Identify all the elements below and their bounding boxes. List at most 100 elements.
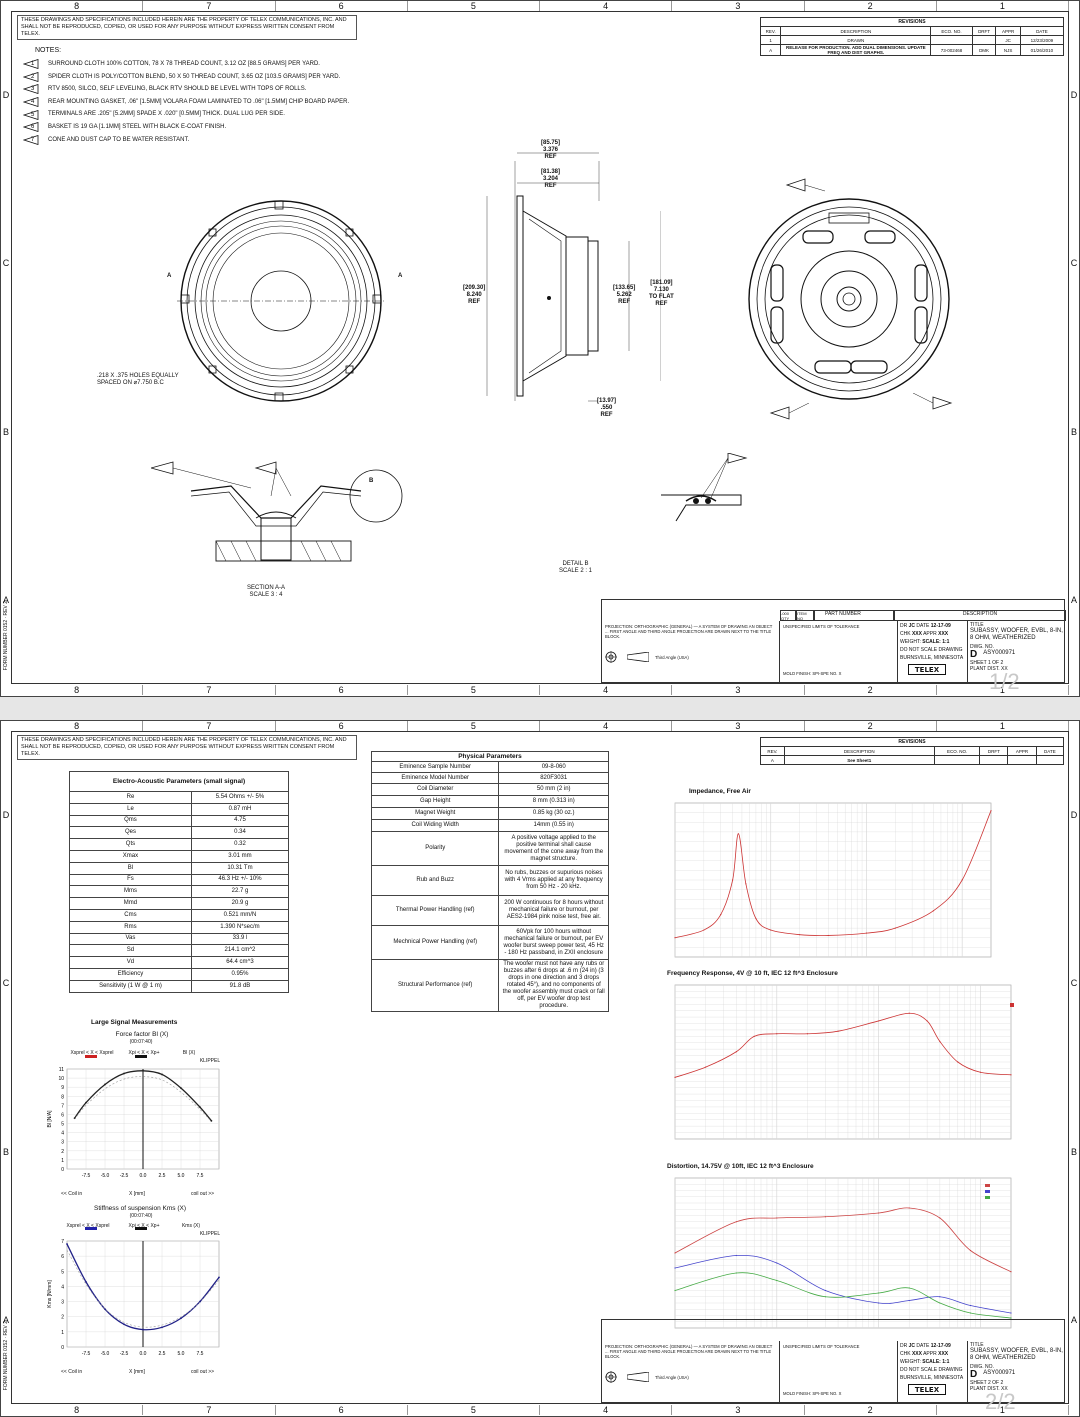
bl-legend-1: Xsprel < X < Xsprel xyxy=(70,1050,114,1056)
legend-swatch xyxy=(135,1055,147,1058)
x-tick-label: 5.0 xyxy=(178,1173,185,1179)
dist-value: DIST. XX xyxy=(987,666,1008,672)
zone-label: 2 xyxy=(805,1405,937,1415)
rev-header: DRFT xyxy=(971,26,997,36)
data-point xyxy=(142,1328,144,1331)
plant-label: PLANT xyxy=(970,1386,987,1392)
zone-label: 7 xyxy=(143,685,276,695)
rev-row: A RELEASE FOR PRODUCTION. ADD DUAL DIMEN… xyxy=(759,44,1065,56)
ea-param-value: 5.54 Ohms +/- 5% xyxy=(190,791,290,804)
zone-label: 6 xyxy=(276,685,408,695)
data-point xyxy=(770,929,772,931)
note-text: SPIDER CLOTH IS POLY/COTTON BLEND, 50 X … xyxy=(48,73,341,80)
phys-param-value: 60Vpk for 100 hours without mechanical f… xyxy=(498,925,609,960)
cone-icon xyxy=(627,652,649,662)
phys-param-value: 14mm (0.55 in) xyxy=(498,819,609,832)
ea-param-name: Fs xyxy=(69,873,192,887)
zone-label: 1 xyxy=(937,1,1069,11)
drawing-title: SUBASSY, WOOFER, EVBL, 8-IN, 8 OHM, WEAT… xyxy=(970,628,1063,641)
revisions-table: REVISIONS REV. DESCRIPTION ECO. NO. DRFT… xyxy=(760,737,1065,765)
side-view-drawing xyxy=(486,152,661,402)
zone-label: 5 xyxy=(408,1405,540,1415)
section-title: SECTION A-A SCALE 3 : 4 xyxy=(247,585,286,598)
impedance-chart xyxy=(674,802,992,958)
rev-cell: JC xyxy=(995,35,1021,45)
sheet-page-number: 1/2 xyxy=(989,669,1020,694)
rev-cell xyxy=(933,755,981,765)
reference-curve xyxy=(66,1249,220,1328)
zone-label: 3 xyxy=(672,1405,805,1415)
data-point xyxy=(824,1289,826,1292)
rev-cell xyxy=(1007,755,1037,765)
phys-row: Structural Performance (ref)The woofer m… xyxy=(370,959,609,1012)
zone-label: 2 xyxy=(805,685,937,695)
zone-label: 6 xyxy=(276,721,408,731)
note-text: RTV 8500, SILCO, SELF LEVELING, BLACK RT… xyxy=(48,86,307,93)
y-tick-label: 2 xyxy=(61,1315,64,1321)
data-point xyxy=(199,1106,201,1109)
rev-cell: A xyxy=(759,44,782,56)
ea-param-name: Le xyxy=(69,802,192,816)
data-point xyxy=(776,1279,778,1282)
phys-param-name: Coil Widing Width xyxy=(370,819,500,832)
title-block: PROJECTION: ORTHOGRAPHIC (GENERAL) — A S… xyxy=(601,1319,1066,1404)
bl-xleft: << Coil in xyxy=(61,1191,83,1197)
sheet-page-number: 2/2 xyxy=(985,1389,1016,1414)
revisions-table: REVISIONS REV. DESCRIPTION ECO. NO. DRFT… xyxy=(759,17,1065,56)
frequency-response-chart xyxy=(674,984,1014,1140)
y-axis-label: Bl [N/A] xyxy=(47,1110,53,1128)
dim-overall-diameter: [209.30] 8.240 REF xyxy=(463,285,486,305)
legend-swatch xyxy=(985,1184,990,1187)
dr-value: JC xyxy=(908,623,916,629)
title-info: DR JC DATE 12-17-09 CHK XXX APPR XXX WEI… xyxy=(898,1341,1066,1404)
y-tick-label: 3 xyxy=(61,1140,64,1146)
title-label: TITLE xyxy=(970,622,984,628)
section-marker-left: A xyxy=(167,273,172,279)
klippel-brand: KLIPPEL xyxy=(199,1231,221,1237)
no-scale-note: DO NOT SCALE DRAWING xyxy=(900,647,963,653)
detail-marker: B xyxy=(369,478,374,484)
tolerance-block: UNSPECIFIED LIMITS OF TOLERANCE TELEX MO… xyxy=(780,621,946,684)
y-tick-label: 6 xyxy=(61,1254,64,1260)
sheet-size: D xyxy=(970,1369,978,1380)
data-point xyxy=(827,934,829,937)
phys-param-value: 820F3031 xyxy=(498,772,609,784)
note-text: REAR MOUNTING GASKET, .06" [1.5MM] VOLAR… xyxy=(48,98,350,105)
revisions-title: REVISIONS xyxy=(760,17,1064,27)
zone-label: 8 xyxy=(11,1,144,11)
note-flag-icon: 3 xyxy=(23,84,39,95)
data-point xyxy=(674,1076,676,1078)
kms-chart-subtitle: (00:07:40) xyxy=(129,1213,153,1219)
zone-label: 5 xyxy=(408,685,540,695)
phys-param-name: Rub and Buzz xyxy=(370,865,500,896)
data-point xyxy=(1010,1312,1012,1314)
distortion-chart xyxy=(674,1177,1012,1329)
detail-view-drawing xyxy=(661,453,748,522)
zone-label: C xyxy=(2,978,10,989)
data-point xyxy=(939,1217,941,1219)
y-tick-label: 4 xyxy=(61,1284,64,1290)
legend-swatch xyxy=(985,1190,990,1193)
y-tick-label: 10 xyxy=(58,1076,64,1082)
x-tick-label: -7.5 xyxy=(82,1351,91,1357)
x-tick-label: -5.0 xyxy=(101,1351,110,1357)
chk-value: XXX xyxy=(911,1351,922,1357)
zone-label: 3 xyxy=(672,685,805,695)
note-text: CONE AND DUST CAP TO BE WATER RESISTANT. xyxy=(48,136,190,143)
x-tick-label: 2.5 xyxy=(159,1351,166,1357)
